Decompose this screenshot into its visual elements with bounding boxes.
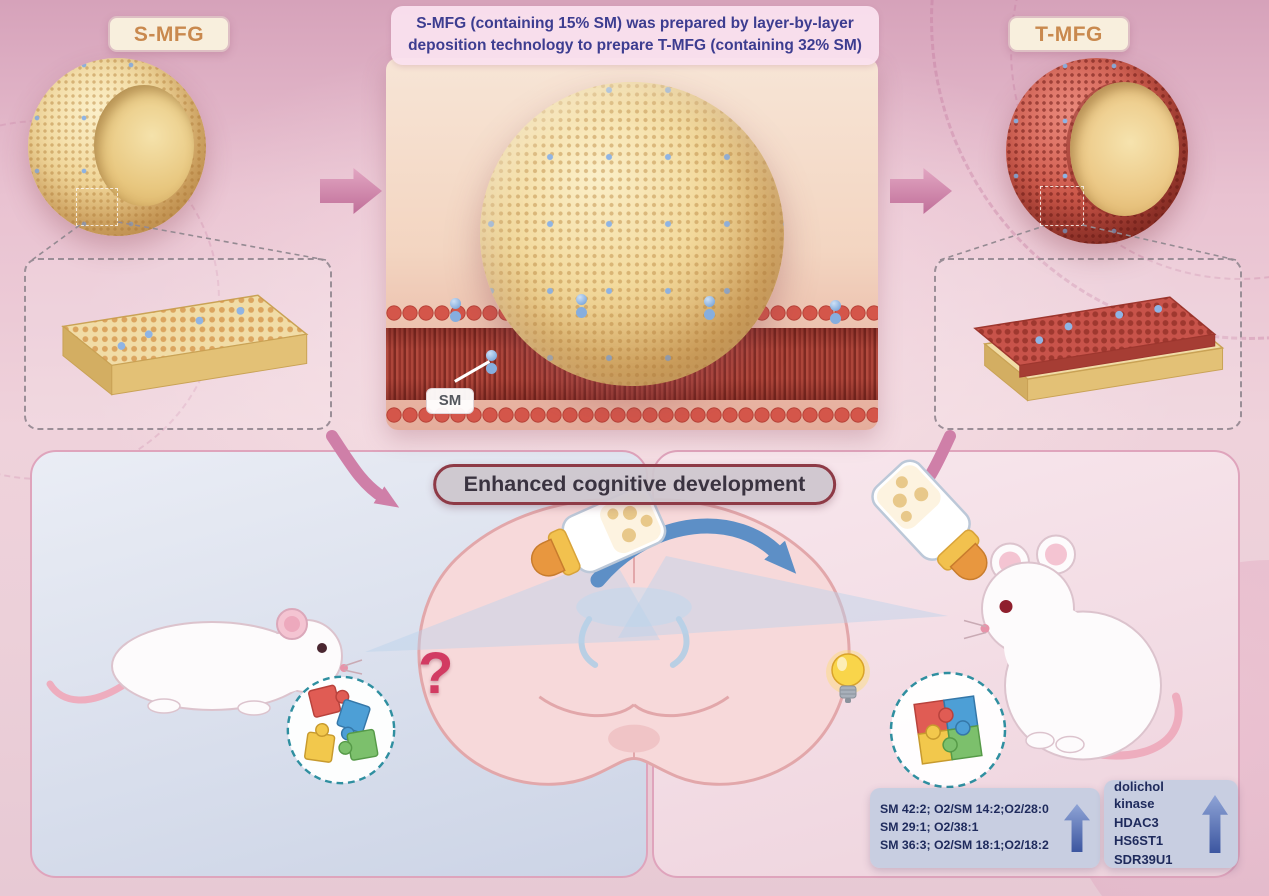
sm-molecule-icon — [704, 296, 715, 307]
gene-line-2: HDAC3 — [1114, 814, 1159, 830]
zoom-region-marker — [76, 188, 118, 226]
membrane-deposition-panel: SM — [386, 58, 878, 430]
scattered-puzzle-illustration — [286, 675, 396, 785]
s-mfg-membrane-zoom-box — [24, 258, 332, 430]
caption-line-1: S-MFG (containing 15% SM) was prepared b… — [416, 15, 854, 32]
question-mark: ? — [418, 641, 454, 706]
caption-line-2: deposition technology to prepare T-MFG (… — [408, 37, 862, 55]
gene-expression-lines: dolichol kinase HDAC3 HS6ST1 SDR39U1 — [1114, 779, 1194, 869]
sphingomyelin-species-lines: SM 42:2; O2/SM 14:2;O2/28:0 SM 29:1; O2/… — [880, 802, 1056, 854]
globule-cutaway — [93, 84, 194, 206]
puzzle-piece-green — [338, 728, 379, 761]
t-mfg-membrane-zoom-box — [934, 258, 1242, 430]
milk-fat-globule-sphere — [480, 82, 784, 386]
process-arrow-icon — [320, 168, 382, 214]
lightbulb-icon — [826, 650, 870, 703]
lipid-line-1: SM 42:2; O2/SM 14:2;O2/28:0 — [880, 802, 1049, 817]
process-caption: S-MFG (containing 15% SM) was prepared b… — [391, 6, 879, 65]
sm-callout-label: SM — [426, 388, 474, 414]
sm-molecule-icon — [486, 350, 497, 361]
treatment-mouse-illustration — [963, 534, 1183, 761]
process-arrow-icon — [890, 168, 952, 214]
up-arrow-icon — [1202, 795, 1228, 853]
gene-line-3: HS6ST1 — [1114, 833, 1164, 849]
t-mfg-badge: T-MFG — [1008, 16, 1130, 52]
sm-molecule-icon — [450, 298, 461, 309]
globule-cutaway — [1069, 82, 1179, 217]
gene-line-1: dolichol kinase — [1114, 778, 1164, 811]
control-mouse-illustration — [46, 608, 363, 716]
zoom-region-marker — [1040, 186, 1084, 226]
t-mfg-membrane-slab-illustration — [973, 296, 1225, 402]
puzzle-piece-blue — [336, 699, 371, 741]
puzzle-piece-yellow — [304, 722, 336, 763]
lipid-line-2: SM 29:1; O2/38:1 — [880, 820, 979, 834]
sphingomyelin-species-box: SM 42:2; O2/SM 14:2;O2/28:0 SM 29:1; O2/… — [870, 788, 1100, 868]
sm-molecule-icon — [576, 294, 587, 305]
lipid-line-3: SM 36:3; O2/SM 18:1;O2/18:2 — [880, 837, 1049, 852]
enhanced-cognition-banner: Enhanced cognitive development — [432, 464, 837, 505]
s-mfg-badge: S-MFG — [108, 16, 230, 52]
gene-line-4: SDR39U1 — [1114, 852, 1173, 868]
s-mfg-globule-illustration — [28, 58, 206, 236]
assembled-puzzle-illustration — [889, 671, 1007, 789]
t-mfg-globule-illustration — [1006, 58, 1188, 244]
s-mfg-membrane-slab-illustration — [61, 294, 309, 396]
up-arrow-icon — [1064, 804, 1090, 852]
sm-molecule-icon — [830, 300, 841, 311]
gene-expression-box: dolichol kinase HDAC3 HS6ST1 SDR39U1 — [1104, 779, 1238, 869]
